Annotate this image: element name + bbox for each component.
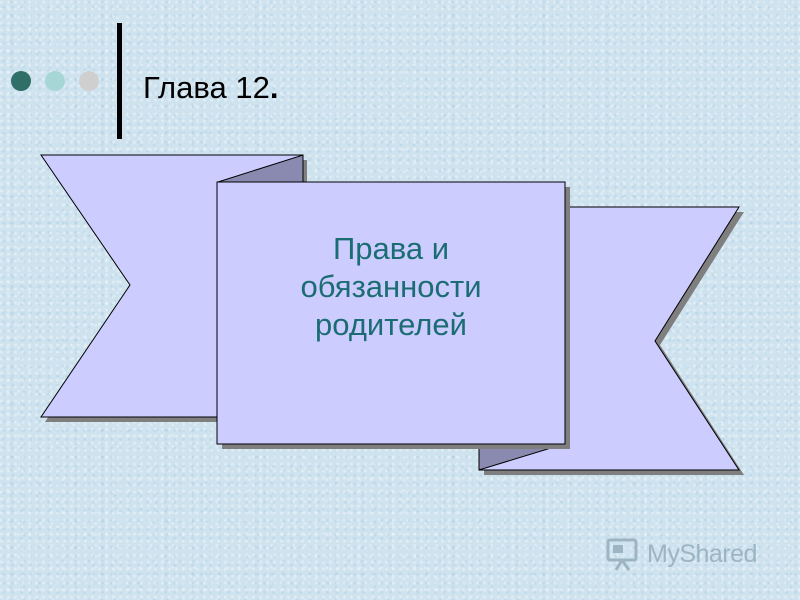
watermark-logo: MyShared: [605, 537, 757, 571]
ribbon-center-panel: [216, 181, 566, 445]
banner-text: Права и обязанности родителей: [218, 230, 564, 344]
presentation-board-icon: [606, 538, 638, 571]
banner-line-3: родителей: [315, 307, 467, 342]
watermark-text: MyShared: [647, 539, 757, 568]
banner-line-2: обязанности: [300, 269, 482, 304]
bullet-dot-dark: [11, 71, 31, 91]
slide-title: Глава 12.: [143, 70, 278, 106]
title-text: Глава 12: [143, 70, 270, 105]
bullet-dot-mid: [45, 71, 65, 91]
bullet-dot-light: [79, 71, 99, 91]
banner-line-1: Права и: [332, 231, 450, 266]
title-period: .: [269, 70, 279, 105]
title-divider-line: [117, 23, 122, 139]
